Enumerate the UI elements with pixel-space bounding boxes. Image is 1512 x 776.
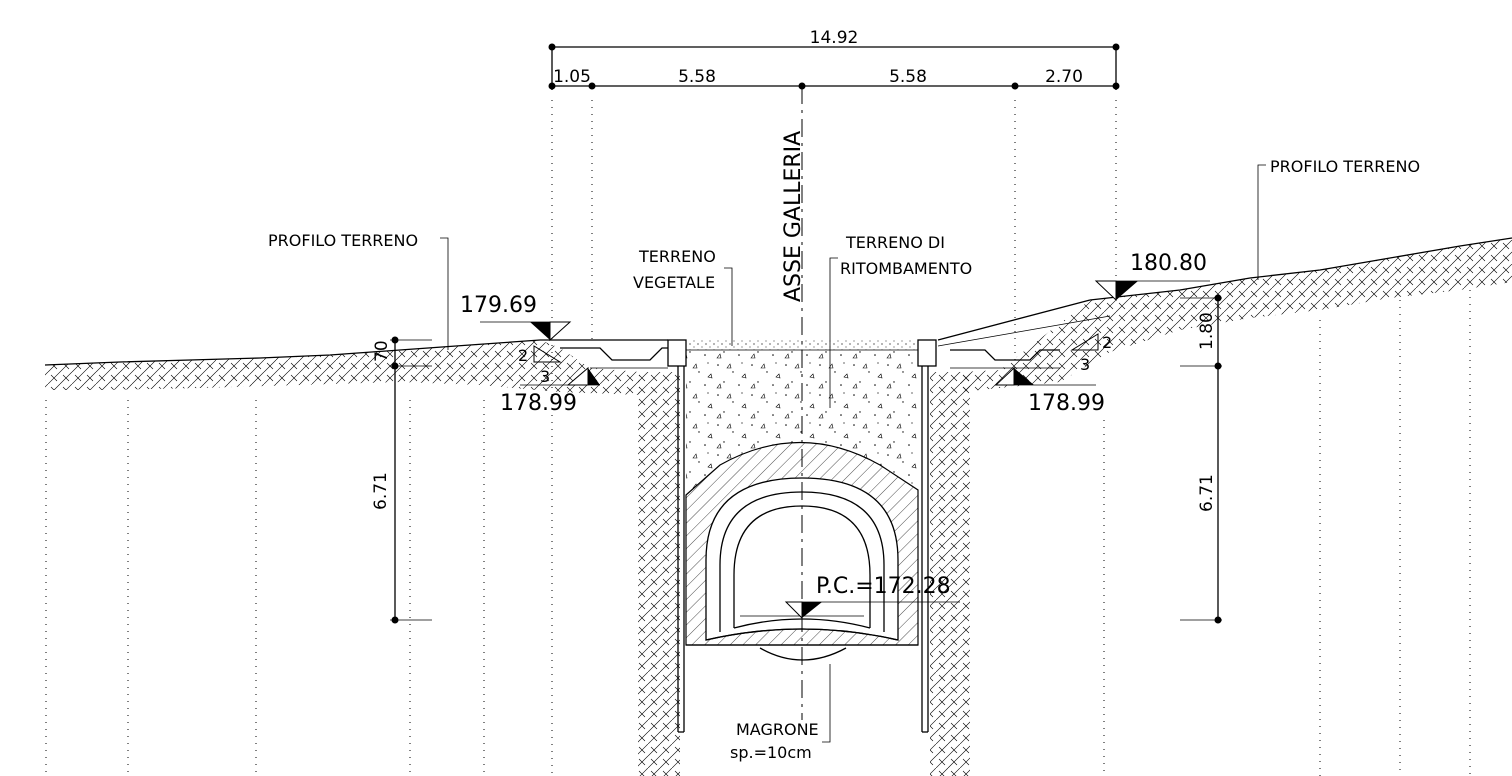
left-slope-channel xyxy=(540,339,687,369)
topsoil-label-line2: VEGETALE xyxy=(633,273,715,292)
dimension-right-vertical xyxy=(1180,294,1222,624)
lean-concrete-label-line1: MAGRONE xyxy=(736,720,819,739)
ground-profile-label-left: PROFILO TERRENO xyxy=(268,231,418,250)
elevation-right-bottom: 178.99 xyxy=(1028,391,1105,416)
pile-left xyxy=(677,366,685,733)
topsoil-leader xyxy=(724,267,733,346)
dim-segment-1: 1.05 xyxy=(553,67,591,87)
elevation-marker-left-top xyxy=(480,321,572,342)
dim-total: 14.92 xyxy=(810,28,859,48)
ground-profile-leader-left xyxy=(440,237,449,350)
dim-segment-3: 5.58 xyxy=(889,67,927,87)
ground-hatch-left xyxy=(44,339,640,395)
elevation-rail: P.C.=172.28 xyxy=(816,574,951,599)
trench-soil-left xyxy=(638,372,680,776)
dim-right-depth: 6.71 xyxy=(1197,474,1217,512)
elevation-right-top: 180.80 xyxy=(1130,251,1207,276)
slope-right-vertical: 2 xyxy=(1102,333,1112,352)
axis-label: ASSE GALLERIA xyxy=(781,131,806,302)
elevation-marker-right-top xyxy=(1094,280,1210,302)
right-slope-channel xyxy=(917,299,1111,369)
dimension-chain-top xyxy=(548,43,1120,90)
tunnel-envelope xyxy=(685,441,919,646)
lean-concrete-label-line2: sp.=10cm xyxy=(730,743,812,762)
backfill-label-line1: TERRENO DI xyxy=(845,233,945,252)
elevation-marker-right-bottom xyxy=(994,366,1096,386)
topsoil-label-line1: TERRENO xyxy=(638,247,716,266)
lean-concrete-leader xyxy=(822,664,831,743)
elevation-left-top: 179.69 xyxy=(460,293,537,318)
ground-hatch-right xyxy=(960,237,1512,392)
dim-segment-2: 5.58 xyxy=(678,67,716,87)
elevation-left-bottom: 178.99 xyxy=(500,391,577,416)
trench-soil-right xyxy=(930,372,970,776)
dimension-left-vertical xyxy=(390,336,432,624)
dim-left-small: 70 xyxy=(372,340,392,362)
ground-profile-leader-right xyxy=(1257,164,1266,280)
backfill-label-line2: RITOMBAMENTO xyxy=(840,259,972,278)
backfill-leader xyxy=(829,257,838,408)
slope-indicator-left xyxy=(533,345,562,363)
elevation-marker-rail xyxy=(784,601,960,620)
slope-indicator-right xyxy=(1070,333,1099,351)
ground-profile-label-right: PROFILO TERRENO xyxy=(1270,157,1420,176)
dim-left-depth: 6.71 xyxy=(371,472,391,510)
slope-left-horizontal: 3 xyxy=(540,367,550,386)
slope-left-vertical: 2 xyxy=(518,346,528,365)
reference-lines xyxy=(45,100,1471,776)
pile-right xyxy=(921,366,929,733)
elevation-marker-left-bottom xyxy=(520,366,600,386)
dim-right-small: 1.80 xyxy=(1197,312,1217,350)
slope-right-horizontal: 3 xyxy=(1080,355,1090,374)
dim-segment-4: 2.70 xyxy=(1045,67,1083,87)
